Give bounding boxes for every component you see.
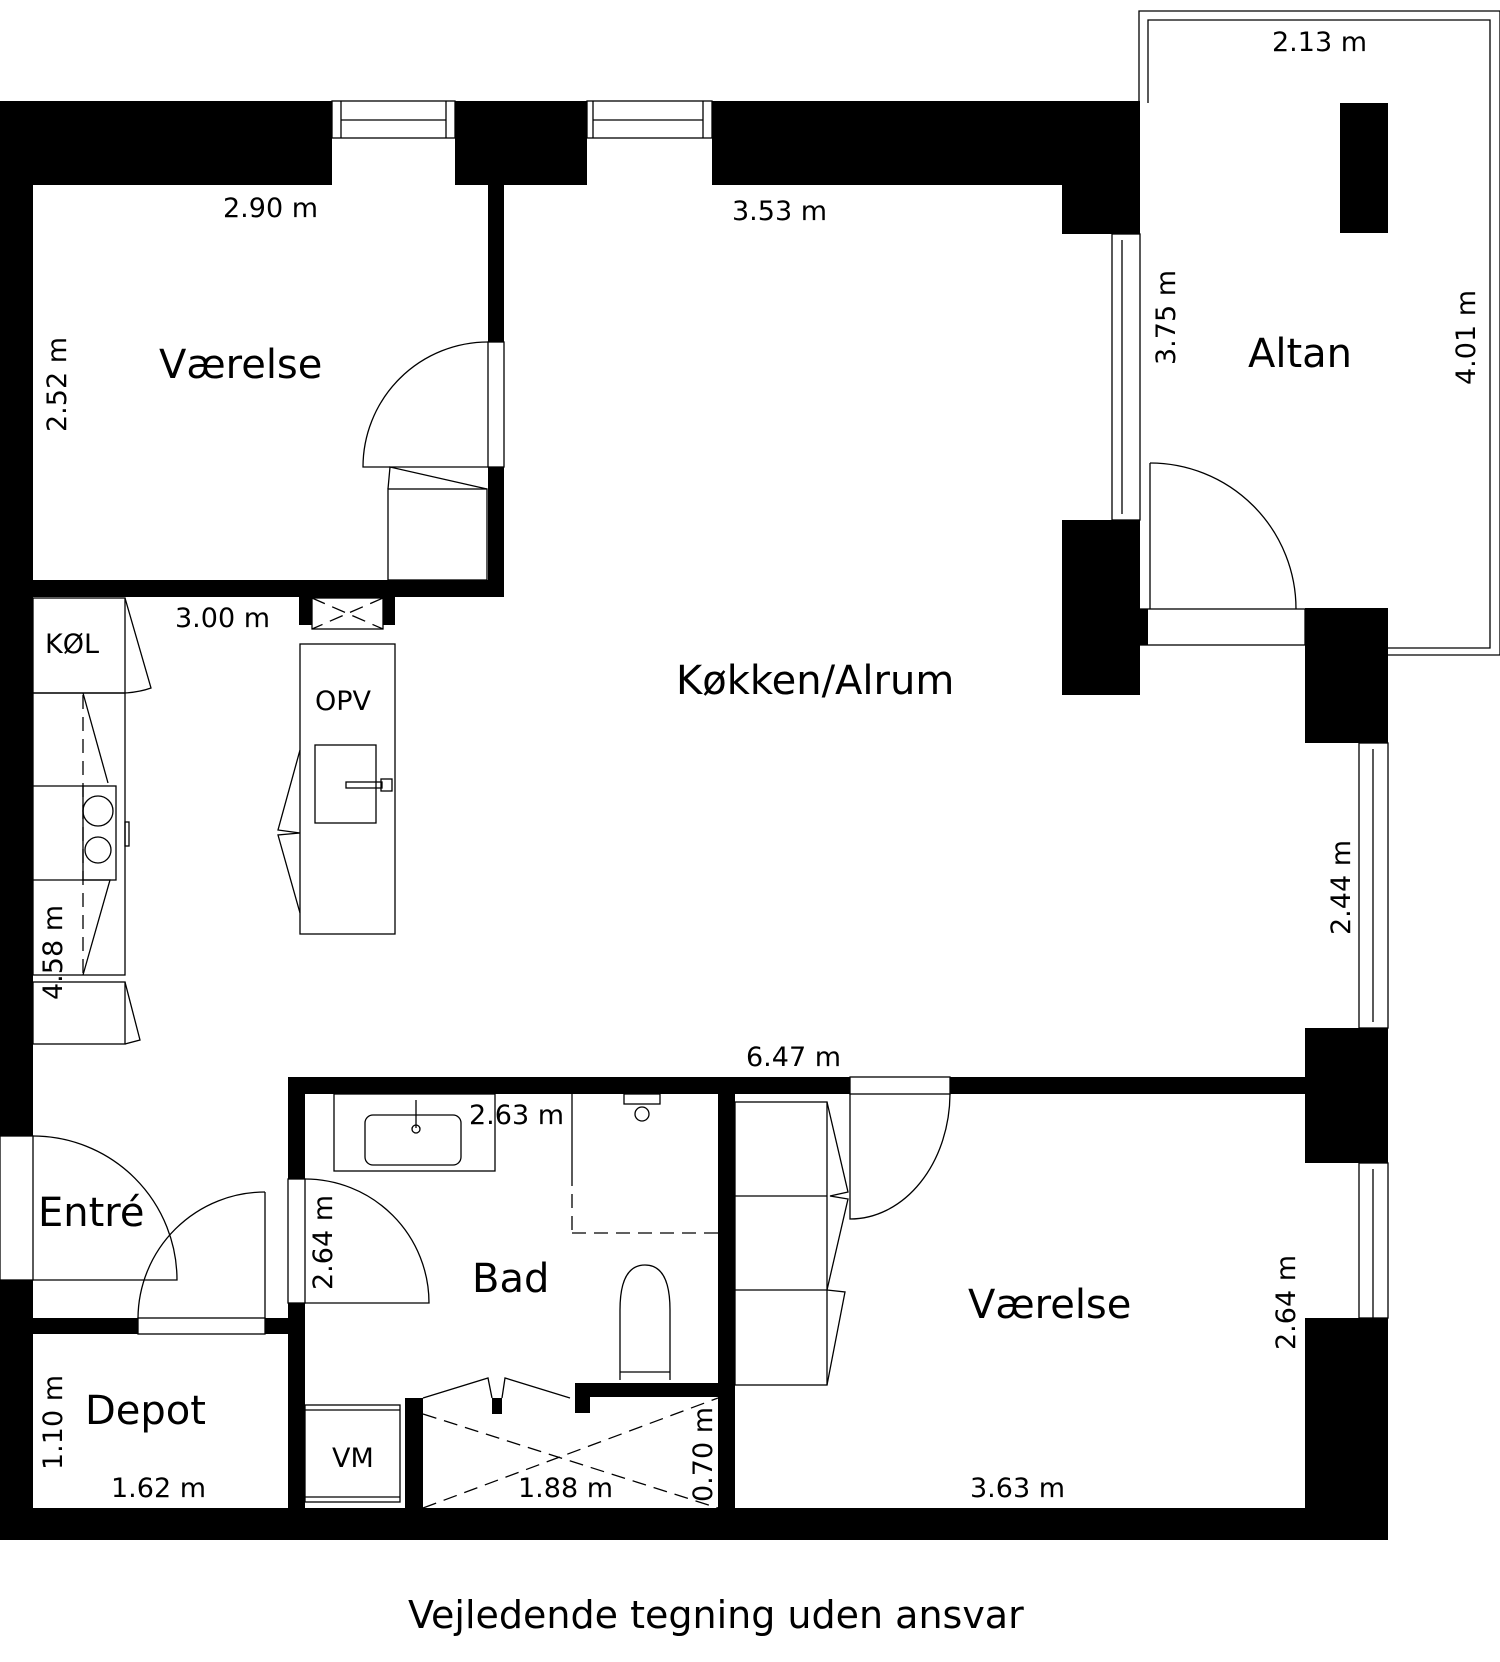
dim-bath-width: 2.63 m <box>469 1100 564 1131</box>
dim-bedroom-bottom-height: 2.64 m <box>1271 1255 1302 1350</box>
bath-fixtures <box>304 1093 719 1509</box>
dim-balcony-inner-height: 3.75 m <box>1151 270 1182 365</box>
dim-depot-height: 1.10 m <box>38 1375 69 1470</box>
dim-bedroom-bottom-width: 3.63 m <box>970 1473 1065 1504</box>
dim-living-width: 6.47 m <box>746 1042 841 1073</box>
dim-balcony-outer-height: 4.01 m <box>1451 290 1482 385</box>
dim-kitchen-top-width: 3.53 m <box>732 196 827 227</box>
dim-kitchen-width-left: 3.00 m <box>175 603 270 634</box>
room-label-bathroom: Bad <box>472 1256 549 1302</box>
room-label-entrance: Entré <box>38 1190 144 1236</box>
dim-depot-width: 1.62 m <box>111 1473 206 1504</box>
dim-closet-depth: 0.70 m <box>688 1407 719 1502</box>
room-label-balcony: Altan <box>1248 331 1352 377</box>
fixture-label-dishwasher: OPV <box>315 686 372 717</box>
fixture-label-fridge: KØL <box>45 629 99 660</box>
room-label-depot: Depot <box>85 1388 206 1434</box>
dim-kitchen-height: 4.58 m <box>38 905 69 1000</box>
balcony-railing <box>1138 10 1500 656</box>
disclaimer-caption: Vejledende tegning uden ansvar <box>408 1593 1024 1637</box>
dim-bedroom-top-width: 2.90 m <box>223 193 318 224</box>
kitchen-fixtures <box>32 597 396 1045</box>
wardrobe-bottom <box>734 1101 849 1386</box>
exterior-walls <box>0 101 1388 1540</box>
dim-kitchen-window-height: 2.44 m <box>1326 840 1357 935</box>
dim-bedroom-top-height: 2.52 m <box>42 337 73 432</box>
fixture-label-washing-machine: VM <box>332 1443 374 1474</box>
interior-walls <box>33 185 1308 1540</box>
windows <box>0 100 1389 1319</box>
doors <box>32 341 1306 1399</box>
room-label-bedroom-top: Værelse <box>159 342 322 388</box>
room-label-kitchen-living: Køkken/Alrum <box>676 658 954 704</box>
dim-balcony-width: 2.13 m <box>1272 27 1367 58</box>
dim-closet-width: 1.88 m <box>518 1473 613 1504</box>
dim-bath-height: 2.64 m <box>308 1195 339 1290</box>
wardrobe-top <box>387 466 488 581</box>
room-label-bedroom-bottom: Værelse <box>968 1282 1131 1328</box>
balcony-column <box>1340 103 1388 233</box>
